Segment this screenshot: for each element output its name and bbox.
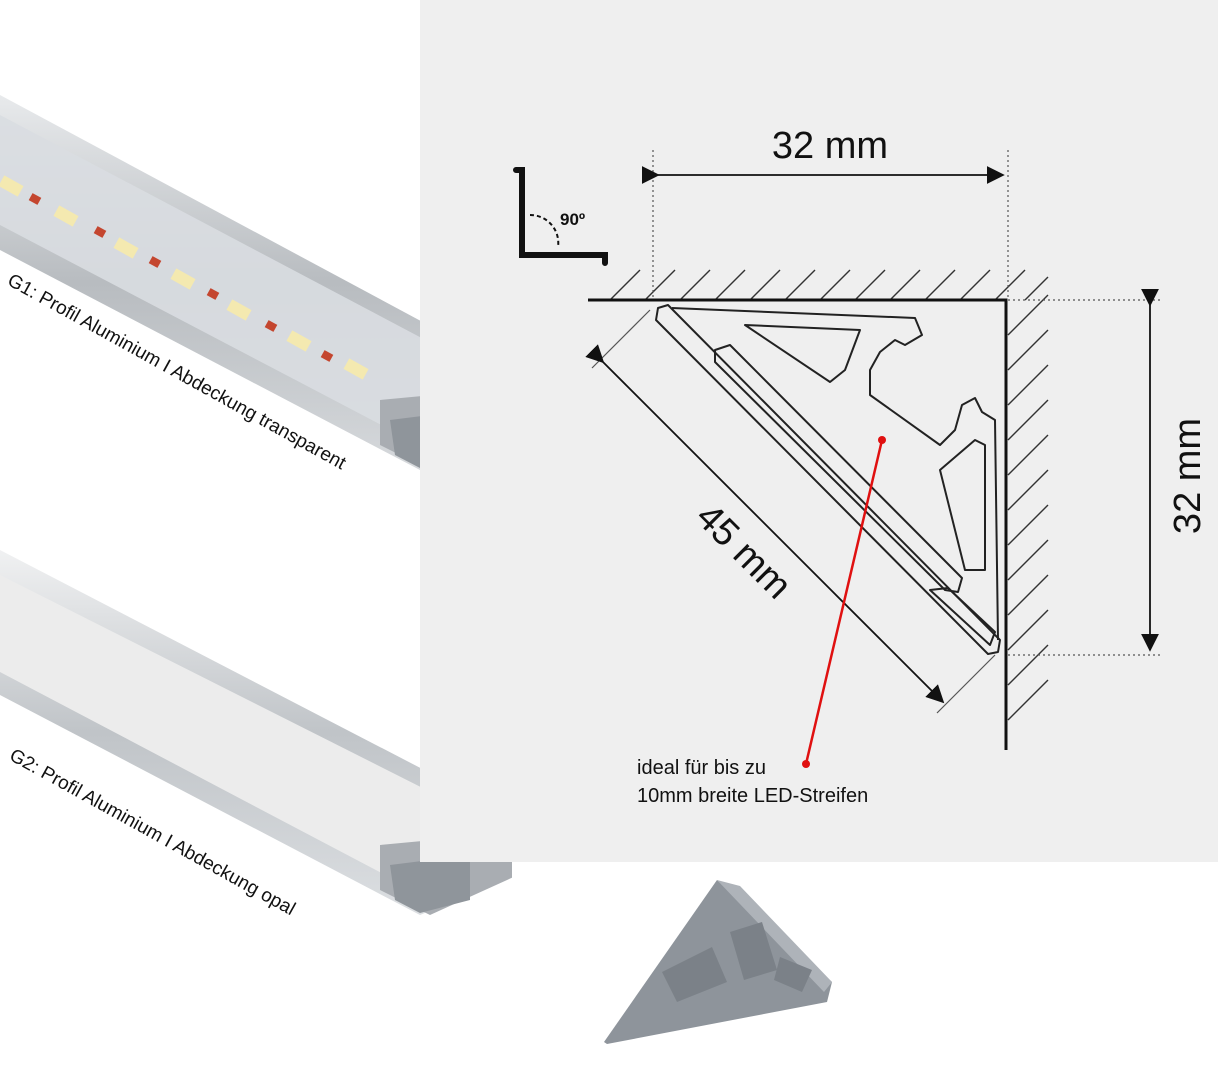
annotation-line-1: ideal für bis zu — [637, 757, 766, 779]
led-width-annotation: ideal für bis zu 10mm breite LED-Streife… — [637, 754, 957, 810]
end-cap-photo — [512, 862, 848, 1084]
cross-section-diagram: 90º — [420, 0, 1218, 862]
profile-section — [655, 304, 1001, 655]
end-cap-edge — [717, 880, 832, 992]
photo-profile-opal — [0, 500, 560, 1060]
angle-label: 90º — [560, 210, 585, 229]
diagonal-extension-lines — [591, 309, 996, 714]
diagonal-dimension-label: 45 mm — [688, 496, 800, 608]
side-dimension-label: 32 mm — [1167, 418, 1209, 534]
ceiling-hatching — [609, 269, 1049, 301]
profile-opal-image — [0, 550, 540, 915]
cross-section-drawing: 90º — [513, 125, 1209, 768]
end-cap-image — [604, 880, 832, 1044]
top-dimension-label: 32 mm — [772, 125, 888, 167]
annotation-line-2: 10mm breite LED-Streifen — [637, 785, 869, 807]
corner-wall — [588, 298, 1008, 750]
inner-chamber-top — [744, 324, 861, 383]
transparent-cover — [0, 115, 520, 440]
end-cap-clip-right — [730, 922, 777, 980]
end-cap-tab — [774, 957, 812, 992]
angle-icon — [513, 167, 608, 266]
extension-lines — [652, 150, 1160, 656]
profile-diagonal-wall — [655, 304, 1001, 655]
led-chips — [0, 175, 369, 380]
opal-cover — [0, 575, 520, 888]
end-cap-clip-left — [662, 947, 727, 1002]
dimension-arrows — [585, 166, 1159, 704]
profile-end-cavity — [390, 855, 470, 913]
wall-hatching — [1007, 294, 1049, 721]
led-strip-pointer — [802, 436, 886, 768]
inner-chamber-side — [939, 439, 986, 571]
diagonal-dimension-arrow — [585, 344, 945, 704]
